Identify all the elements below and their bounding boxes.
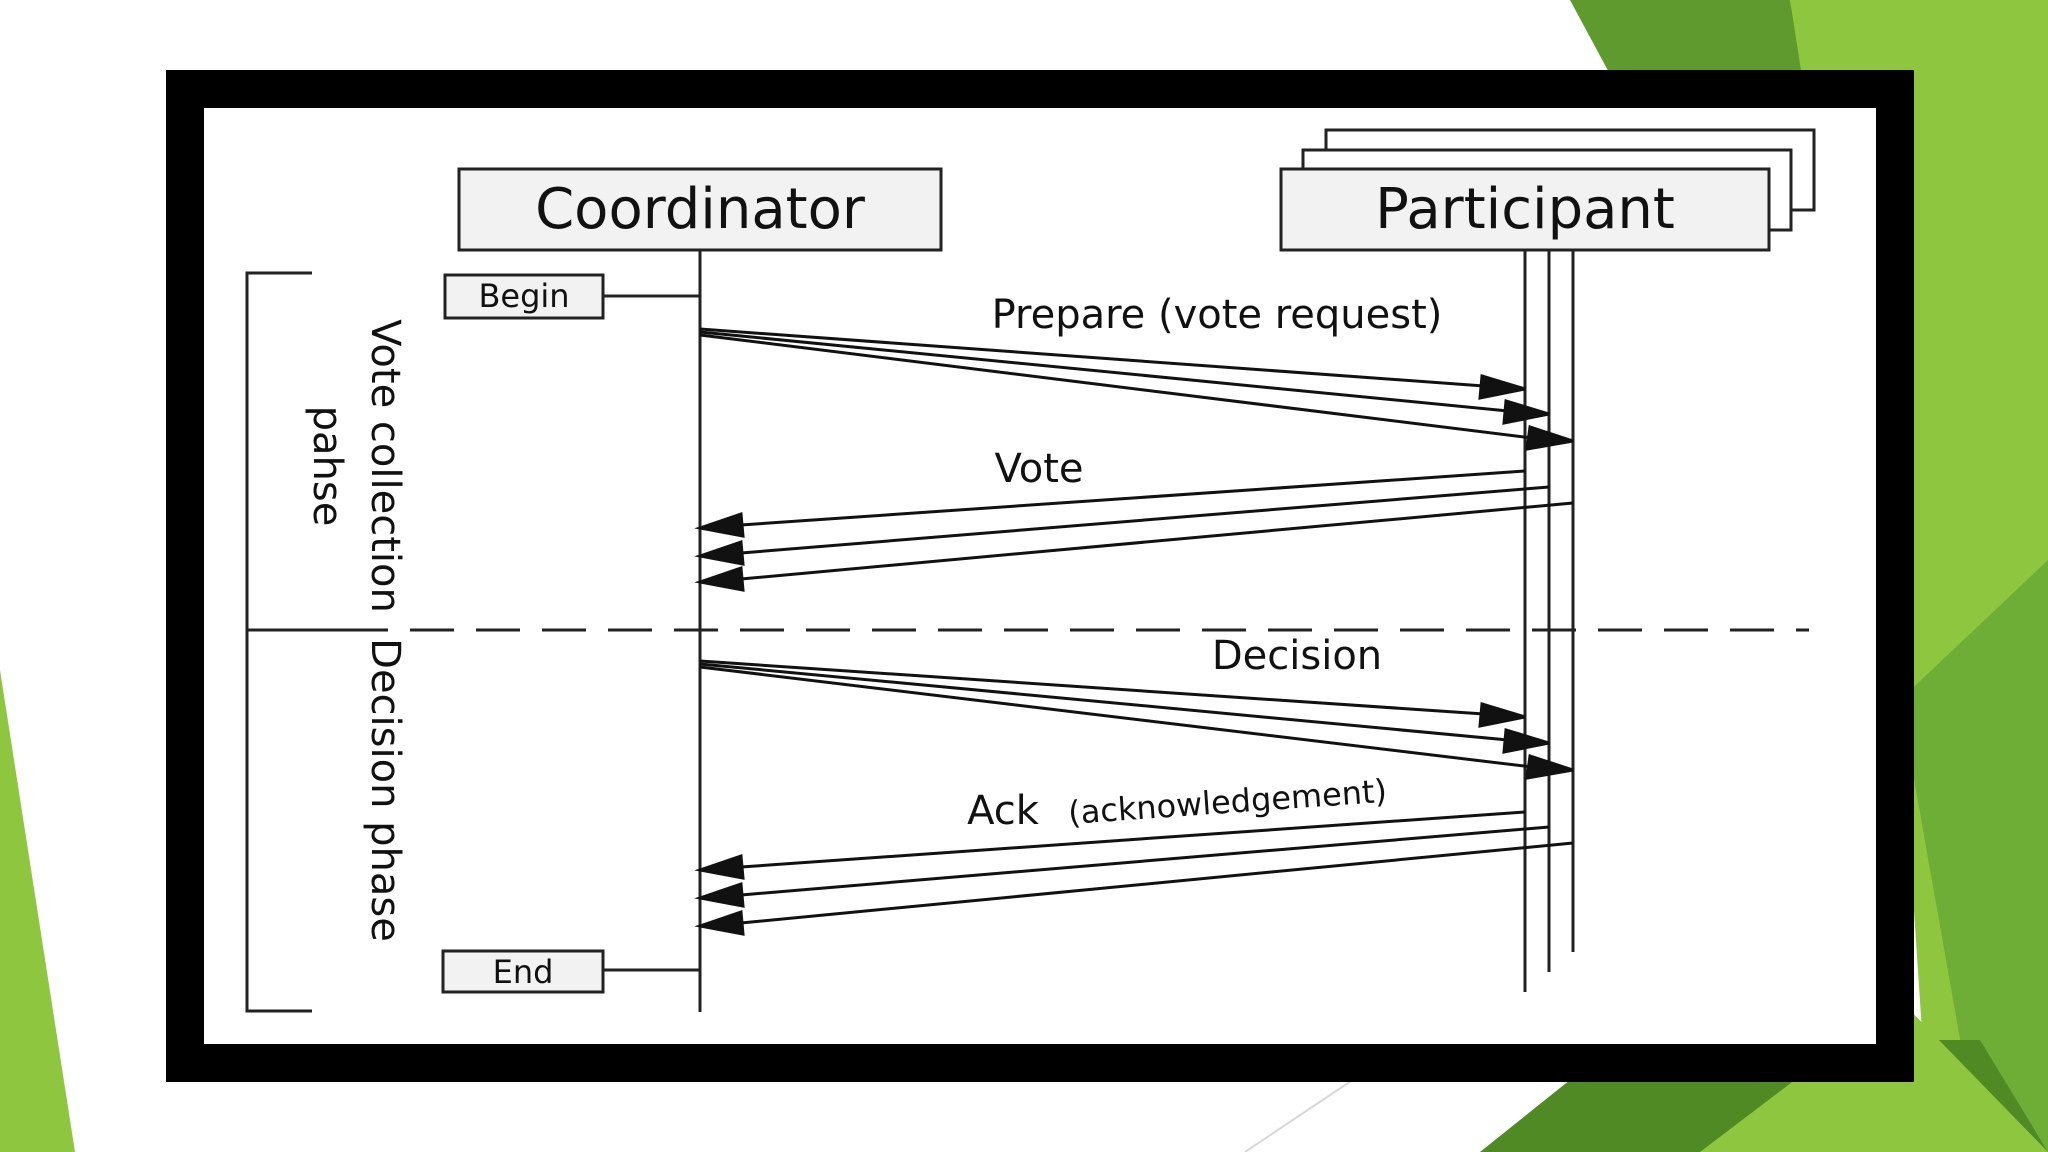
phase-bracket — [245, 271, 312, 1013]
end-label: End — [493, 953, 554, 991]
ack-arrowhead-2 — [694, 881, 745, 908]
decision-arrow-2 — [699, 662, 1509, 742]
ack-note-label: (acknowledgement) — [1067, 772, 1388, 832]
prepare-arrowhead-3 — [1525, 425, 1574, 451]
ack-arrowhead-3 — [694, 909, 745, 936]
ack-label: Ack — [967, 788, 1040, 834]
vote-arrowhead-3 — [694, 565, 745, 592]
prepare-label: Prepare (vote request) — [992, 292, 1443, 338]
decision-arrows — [699, 659, 1574, 780]
vote-arrows — [694, 469, 1574, 592]
prepare-arrows — [699, 327, 1574, 451]
decision-arrowhead-1 — [1478, 702, 1526, 728]
diagram-canvas: Coordinator Participant Begin End — [204, 108, 1876, 1044]
ack-arrowhead-1 — [694, 853, 745, 880]
participant-label: Participant — [1375, 177, 1675, 242]
decorative-line — [1244, 1074, 1361, 1152]
decision-arrow-1 — [699, 659, 1485, 716]
ack-arrow-2 — [740, 825, 1550, 897]
ack-arrows — [694, 810, 1574, 936]
ack-arrow-1 — [740, 810, 1526, 869]
decision-arrow-3 — [699, 665, 1533, 769]
green-shape-right-mid — [1900, 560, 2048, 1152]
vote-arrow-3 — [740, 501, 1574, 581]
decision-label: Decision — [1212, 633, 1382, 679]
prepare-arrow-1 — [699, 327, 1485, 388]
green-shape-left — [0, 670, 75, 1152]
phase-vote-label-line2: pahse — [304, 406, 350, 527]
coordinator-box — [457, 167, 943, 252]
two-phase-commit-diagram: Coordinator Participant Begin End — [245, 128, 1816, 1013]
begin-box — [443, 273, 605, 320]
vote-label: Vote — [994, 446, 1083, 492]
phase-vote-label-line1: Vote collection — [362, 319, 408, 613]
vote-arrowhead-1 — [694, 511, 745, 538]
coordinator-label: Coordinator — [535, 177, 866, 242]
ack-arrow-3 — [740, 841, 1574, 925]
prepare-arrow-3 — [699, 333, 1533, 440]
participant-box — [1279, 167, 1771, 252]
prepare-arrow-2 — [699, 330, 1509, 413]
decision-arrowhead-3 — [1525, 754, 1574, 780]
vote-arrowhead-2 — [694, 539, 745, 566]
diagram-frame: Coordinator Participant Begin End — [166, 70, 1914, 1082]
vote-arrow-2 — [740, 485, 1550, 555]
prepare-arrowhead-1 — [1478, 374, 1526, 400]
begin-label: Begin — [478, 277, 569, 315]
vote-arrow-1 — [740, 469, 1526, 527]
prepare-arrowhead-2 — [1502, 399, 1550, 425]
decision-arrowhead-2 — [1502, 728, 1550, 754]
phase-decision-label: Decision phase — [362, 638, 408, 942]
